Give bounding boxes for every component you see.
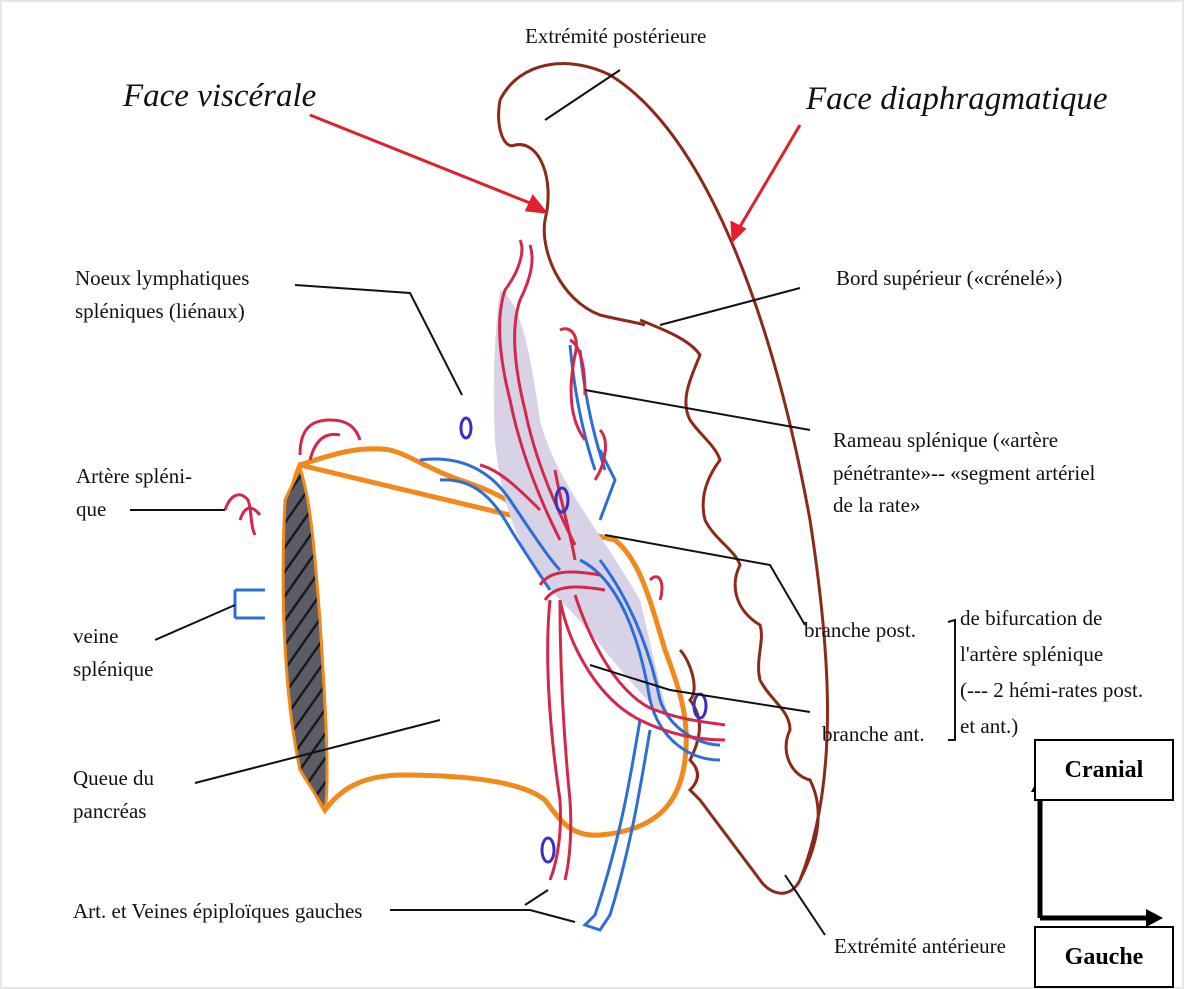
label-bifurcation-line2: l'artère splénique bbox=[960, 636, 1143, 672]
label-rameau-line1: Rameau splénique («artère bbox=[833, 424, 1095, 457]
label-queue-pancreas: Queue du pancréas bbox=[73, 762, 154, 827]
label-veine-line2: splénique bbox=[73, 653, 153, 686]
label-rameau-splenique: Rameau splénique («artère pénétrante»-- … bbox=[833, 424, 1095, 522]
label-branche-post: branche post. bbox=[804, 614, 916, 647]
label-branche-ant: branche ant. bbox=[822, 718, 925, 751]
label-bifurcation-line1: de bifurcation de bbox=[960, 600, 1143, 636]
label-queue-line2: pancréas bbox=[73, 795, 154, 828]
label-bifurcation: de bifurcation de l'artère splénique (--… bbox=[960, 600, 1143, 744]
label-face-diaphragmatique: Face diaphragmatique bbox=[806, 83, 1108, 116]
label-noeux-line1: Noeux lymphatiques bbox=[75, 262, 249, 295]
label-noeux-line2: spléniques (liénaux) bbox=[75, 295, 249, 328]
label-extremite-anterieure: Extrémité antérieure bbox=[834, 930, 1006, 963]
label-rameau-line3: de la rate» bbox=[833, 489, 1095, 522]
orientation-cranial-box: Cranial bbox=[1034, 739, 1174, 801]
label-artere-line1: Artère spléni- bbox=[76, 460, 192, 493]
label-bifurcation-line3: (--- 2 hémi-rates post. bbox=[960, 672, 1143, 708]
label-art-veines-epiploiques: Art. et Veines épiploïques gauches bbox=[73, 895, 362, 928]
label-veine-splenique: veine splénique bbox=[73, 620, 153, 685]
label-artere-line2: que bbox=[76, 493, 192, 526]
label-noeux-lymphatiques: Noeux lymphatiques spléniques (liénaux) bbox=[75, 262, 249, 327]
label-extremite-posterieure: Extrémité postérieure bbox=[525, 20, 706, 53]
label-rameau-line2: pénétrante»-- «segment artériel bbox=[833, 457, 1095, 490]
label-face-viscerale: Face viscérale bbox=[123, 80, 316, 113]
orientation-gauche-box: Gauche bbox=[1034, 926, 1174, 988]
label-artere-splenique: Artère spléni- que bbox=[76, 460, 192, 525]
label-veine-line1: veine bbox=[73, 620, 153, 653]
label-bord-superieur: Bord supérieur («crénelé») bbox=[836, 262, 1062, 295]
label-queue-line1: Queue du bbox=[73, 762, 154, 795]
